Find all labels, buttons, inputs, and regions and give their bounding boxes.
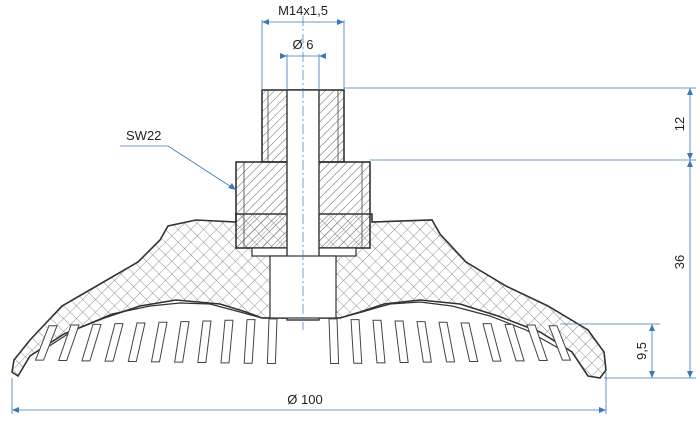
support-rib (482, 323, 502, 362)
support-rib (266, 318, 278, 365)
thread-label: M14x1,5 (278, 3, 328, 18)
support-rib (104, 323, 124, 362)
wrench-size-label: SW22 (126, 128, 161, 143)
support-rib (460, 322, 479, 363)
support-rib (526, 324, 548, 361)
height-label: 36 (672, 255, 687, 269)
support-rib (243, 319, 256, 364)
support-rib (127, 322, 146, 363)
support-rib (350, 319, 363, 364)
thread-length-label: 12 (672, 117, 687, 131)
support-rib (328, 318, 340, 365)
bore-label: Ø 6 (293, 37, 314, 52)
support-rib (220, 319, 234, 364)
inner-ribs (34, 301, 572, 365)
dimension-lines (11, 19, 696, 414)
diameter-label: Ø 100 (287, 392, 322, 407)
support-rib (58, 324, 80, 361)
support-rib (174, 321, 190, 363)
support-rib (438, 321, 456, 363)
support-rib (197, 320, 212, 364)
lip-height-label: 9,5 (634, 342, 649, 360)
support-rib (34, 325, 58, 361)
support-rib (81, 323, 102, 362)
support-rib (150, 321, 168, 363)
central-bore (269, 16, 337, 330)
support-rib (416, 321, 432, 363)
support-rib (504, 323, 525, 362)
support-rib (394, 320, 409, 364)
support-rib (548, 325, 572, 361)
support-rib (372, 319, 386, 364)
